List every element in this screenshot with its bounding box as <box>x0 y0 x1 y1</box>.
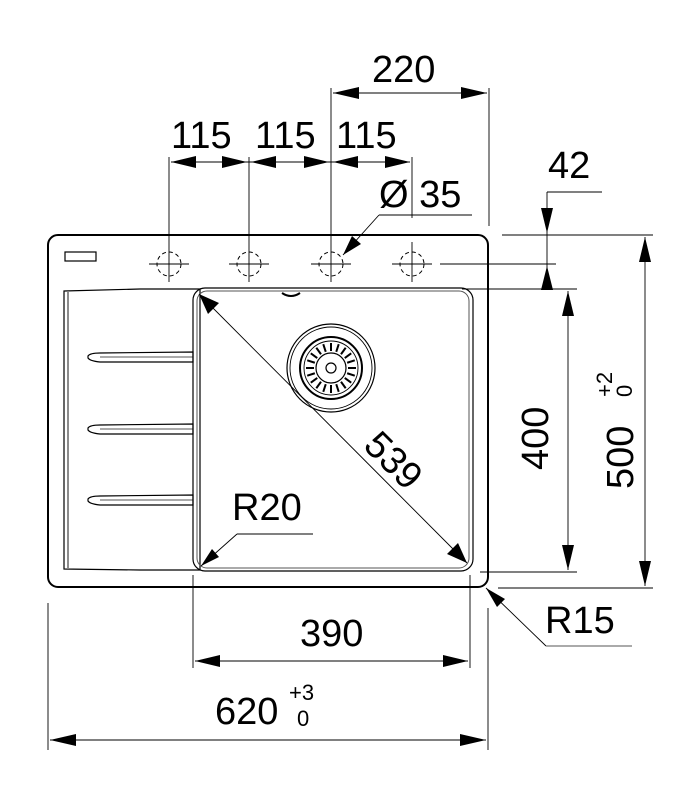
drainer <box>63 288 201 571</box>
dim-bowl-radius-label: R20 <box>232 487 302 529</box>
dim-overall-width-tol-lower: 0 <box>297 706 309 731</box>
dimension-tap-edge-offset: 42 <box>440 145 653 290</box>
strainer-slot <box>306 359 316 364</box>
drainer-rib-2 <box>87 423 194 435</box>
dim-bowl-width-label: 390 <box>300 613 363 655</box>
dim-outer-radius-label: R15 <box>545 600 615 642</box>
strainer-slot <box>346 372 356 377</box>
dim-tap-spacing-1: 115 <box>171 115 232 157</box>
dimension-tap-offset: 220 <box>333 49 490 226</box>
dim-overall-width-tol-upper: +3 <box>289 680 314 705</box>
dim-tap-spacing-3: 115 <box>336 115 397 157</box>
dim-tap-spacing-2: 115 <box>255 115 316 157</box>
strainer-waste <box>286 323 376 413</box>
strainer-slot <box>310 377 318 384</box>
strainer-slot <box>340 381 347 389</box>
strainer-slot <box>322 343 327 353</box>
strainer-slot <box>306 372 316 377</box>
sink-outline <box>47 234 489 588</box>
drainer-rib-1 <box>87 351 194 363</box>
strainer-slot <box>344 377 352 384</box>
dimension-tap-spacing: 115 115 115 <box>168 88 413 242</box>
strainer-slot <box>340 347 347 355</box>
strainer-slot <box>344 352 352 359</box>
dim-overall-width-label: 620 <box>215 691 278 733</box>
tap-hole-4 <box>392 242 432 282</box>
dim-overall-depth-tol-upper: +2 <box>592 372 617 397</box>
dim-overall-depth-tol-lower: 0 <box>612 385 637 397</box>
dimension-outer-radius: R15 <box>485 587 632 647</box>
dim-diagonal-label: 539 <box>356 424 431 499</box>
drainer-rib-3 <box>87 494 194 506</box>
dim-bowl-depth-label: 400 <box>515 407 557 470</box>
strainer-slot <box>335 343 340 353</box>
dimension-bowl-depth: 400 <box>480 291 577 573</box>
dim-tap-diameter-label: Ø 35 <box>379 174 461 216</box>
overflow-slot <box>281 292 301 297</box>
strainer-slot <box>315 347 322 355</box>
strainer-slot <box>335 383 340 393</box>
dimension-tap-diameter: Ø 35 <box>342 174 472 256</box>
strainer-slot <box>310 352 318 359</box>
strainer-slot <box>315 381 322 389</box>
strainer-slot <box>322 383 327 393</box>
dimension-overall-depth: 500 +2 0 <box>498 237 653 589</box>
label-plate <box>64 251 97 262</box>
tap-hole-1 <box>149 242 189 282</box>
tap-holes <box>149 242 432 282</box>
dim-tap-edge-offset-label: 42 <box>548 145 590 187</box>
tap-hole-2 <box>229 242 269 282</box>
dimension-bowl-radius: R20 <box>200 487 313 567</box>
tap-hole-3 <box>311 242 351 282</box>
dimension-overall-width: 620 +3 0 <box>47 603 489 750</box>
dim-overall-depth-label: 500 <box>600 426 642 489</box>
dim-tap-offset-label: 220 <box>372 49 435 91</box>
bowl <box>192 287 474 572</box>
strainer-slot <box>346 359 356 364</box>
dimension-bowl-width: 390 <box>192 575 471 668</box>
